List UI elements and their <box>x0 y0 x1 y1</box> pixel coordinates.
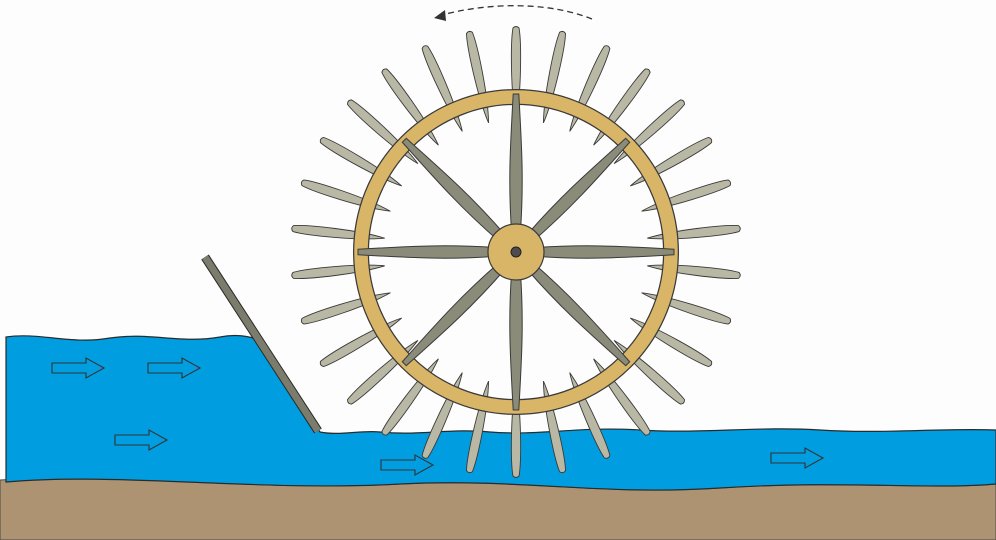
ground <box>0 477 996 540</box>
spoke <box>526 262 631 367</box>
axle <box>510 246 522 258</box>
wheel-hub <box>487 223 545 281</box>
rotation-direction-arrow-icon <box>434 5 593 21</box>
spoke <box>509 93 523 233</box>
flow-arrow-icon <box>114 429 169 451</box>
water-wheel <box>291 26 741 478</box>
spoke <box>535 245 675 259</box>
spoke <box>526 137 631 242</box>
spoke <box>509 271 523 411</box>
spoke <box>401 262 506 367</box>
flow-arrow-icon <box>147 357 202 379</box>
flow-arrows <box>51 357 825 476</box>
flow-arrow-icon <box>51 357 106 379</box>
flow-arrow-icon <box>380 454 435 476</box>
spoke <box>401 137 506 242</box>
gate <box>201 254 322 434</box>
flow-arrow-icon <box>770 447 825 469</box>
spoke <box>357 245 497 259</box>
wheel-spokes <box>357 93 675 411</box>
water <box>5 334 996 491</box>
